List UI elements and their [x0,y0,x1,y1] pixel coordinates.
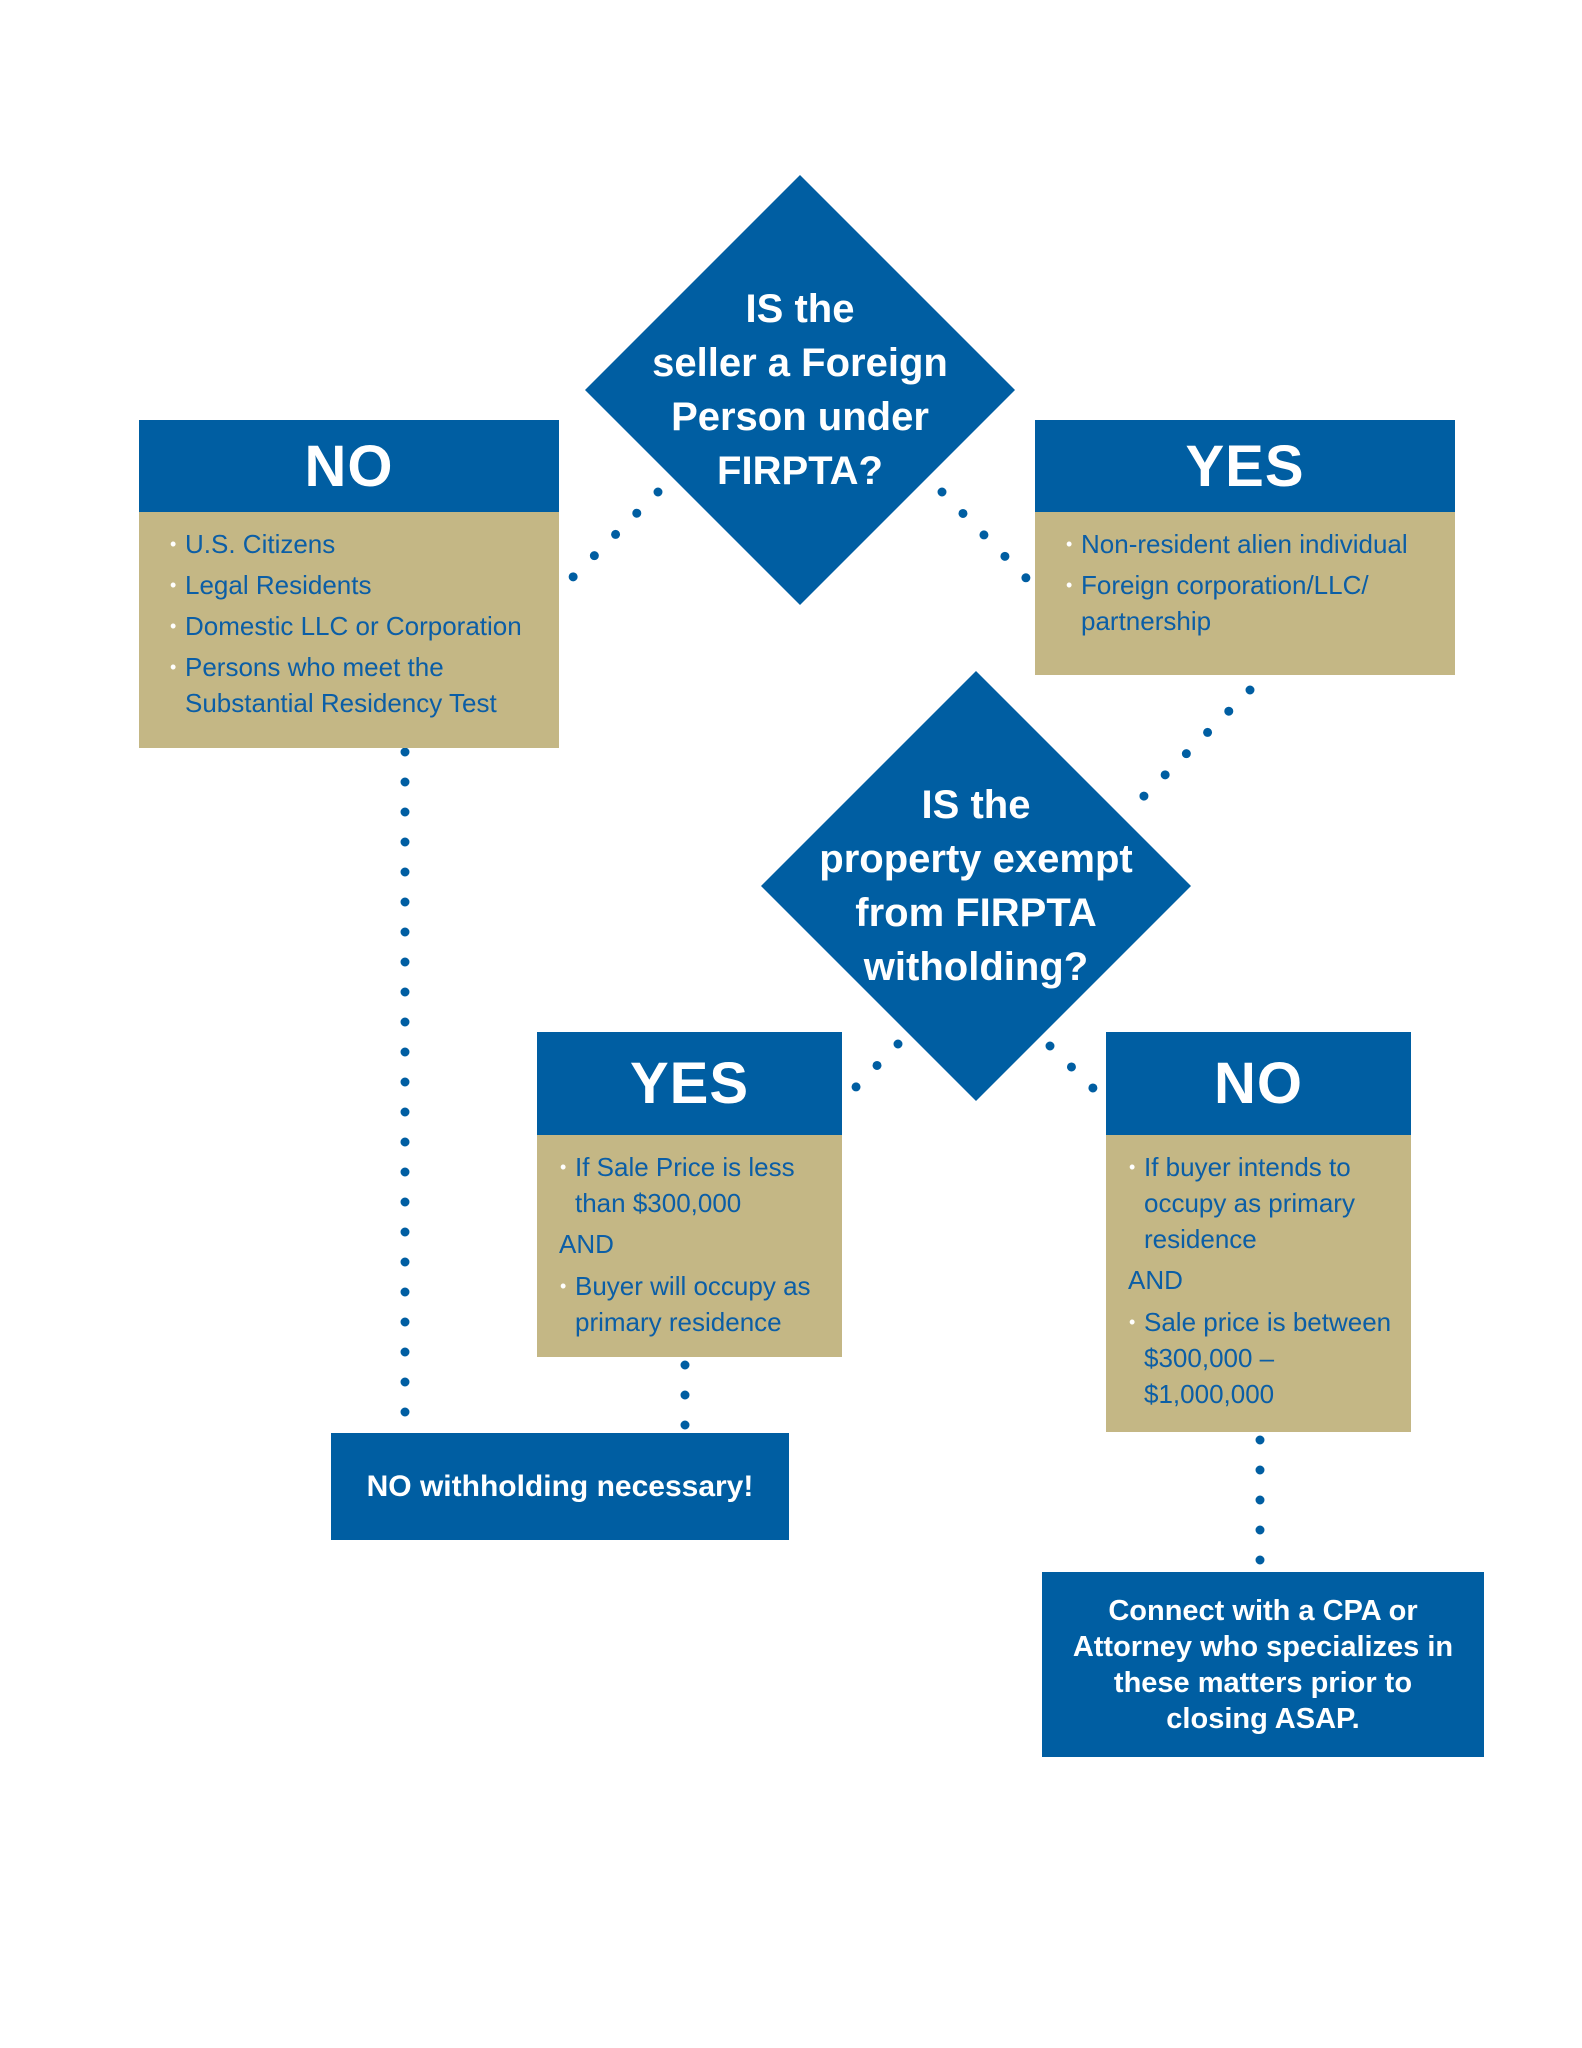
list-item: If buyer intends to occupy as primary re… [1129,1149,1397,1257]
yes-foreign-list: Non-resident alien individual Foreign co… [1035,512,1455,675]
list-item: Legal Residents [170,567,539,603]
question-property-exempt-text: IS the property exempt from FIRPTA witho… [819,783,1133,989]
list-item: U.S. Citizens [170,526,539,562]
question-property-exempt: IS the property exempt from FIRPTA witho… [756,666,1196,1106]
connector-q2-yes [848,1039,903,1095]
and-label: AND [559,1229,614,1259]
question-foreign-person: IS the seller a Foreign Person under FIR… [580,170,1020,610]
list-item: Non-resident alien individual [1066,526,1435,562]
connector-q2-no [1045,1041,1100,1095]
result-no-withholding: NO withholding necessary! [331,1433,789,1540]
diamond-shape [761,671,1191,1101]
list-item: Foreign corporation/LLC/ partnership [1066,567,1435,639]
result-no-withholding-text: NO withholding necessary! [366,1469,754,1503]
connector-yes-q2 [1130,685,1255,810]
list-item: Domestic LLC or Corporation [170,608,539,644]
yes-foreign-title: YES [1035,420,1455,512]
list-item: If Sale Price is less than $300,000 [560,1149,828,1221]
no-exempt-box: NO If buyer intends to occupy as primary… [1106,1032,1411,1432]
no-foreign-box: NO U.S. Citizens Legal Residents Domesti… [139,420,559,748]
yes-exempt-box: YES If Sale Price is less than $300,000 … [537,1032,842,1357]
yes-exempt-title: YES [537,1032,842,1135]
yes-exempt-list: If Sale Price is less than $300,000 AND … [537,1135,842,1357]
connector-q1-no [565,487,663,585]
list-item: Persons who meet the Substantial Residen… [170,649,539,721]
no-exempt-title: NO [1106,1032,1411,1135]
and-label: AND [1128,1265,1183,1295]
result-connect-cpa: Connect with a CPA or Attorney who speci… [1042,1572,1484,1757]
diamond-shape [585,175,1015,605]
list-item: Buyer will occupy as primary residence [560,1268,828,1340]
no-foreign-title: NO [139,420,559,512]
no-exempt-list: If buyer intends to occupy as primary re… [1106,1135,1411,1432]
connector-q1-yes [937,487,1035,587]
no-foreign-list: U.S. Citizens Legal Residents Domestic L… [139,512,559,748]
result-connect-cpa-text: Connect with a CPA or Attorney who speci… [1072,1594,1454,1735]
question-foreign-person-text: IS the seller a Foreign Person under FIR… [652,287,948,493]
yes-foreign-box: YES Non-resident alien individual Foreig… [1035,420,1455,675]
list-item: Sale price is between $300,000 – $1,000,… [1129,1304,1397,1412]
